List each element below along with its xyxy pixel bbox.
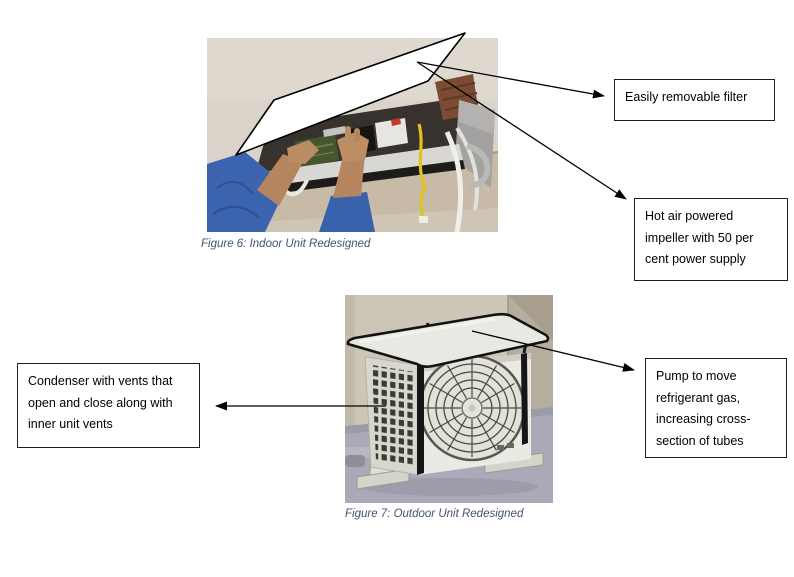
outdoor-unit-photo: [345, 295, 553, 503]
callout-refrigerant-pump: Pump to move refrigerant gas, increasing…: [645, 358, 787, 458]
outdoor-unit-illustration: [345, 295, 553, 503]
fan-grille: [418, 354, 526, 462]
indoor-unit-photo: [207, 38, 498, 232]
indoor-unit-illustration: [207, 38, 498, 232]
figure6-caption: Figure 6: Indoor Unit Redesigned: [201, 238, 371, 250]
callout-removable-filter: Easily removable filter: [614, 79, 775, 121]
callout-condenser-vents: Condenser with vents that open and close…: [17, 363, 200, 448]
callout-hot-air-impeller: Hot air powered impeller with 50 per cen…: [634, 198, 788, 281]
figure7-caption: Figure 7: Outdoor Unit Redesigned: [345, 508, 524, 520]
